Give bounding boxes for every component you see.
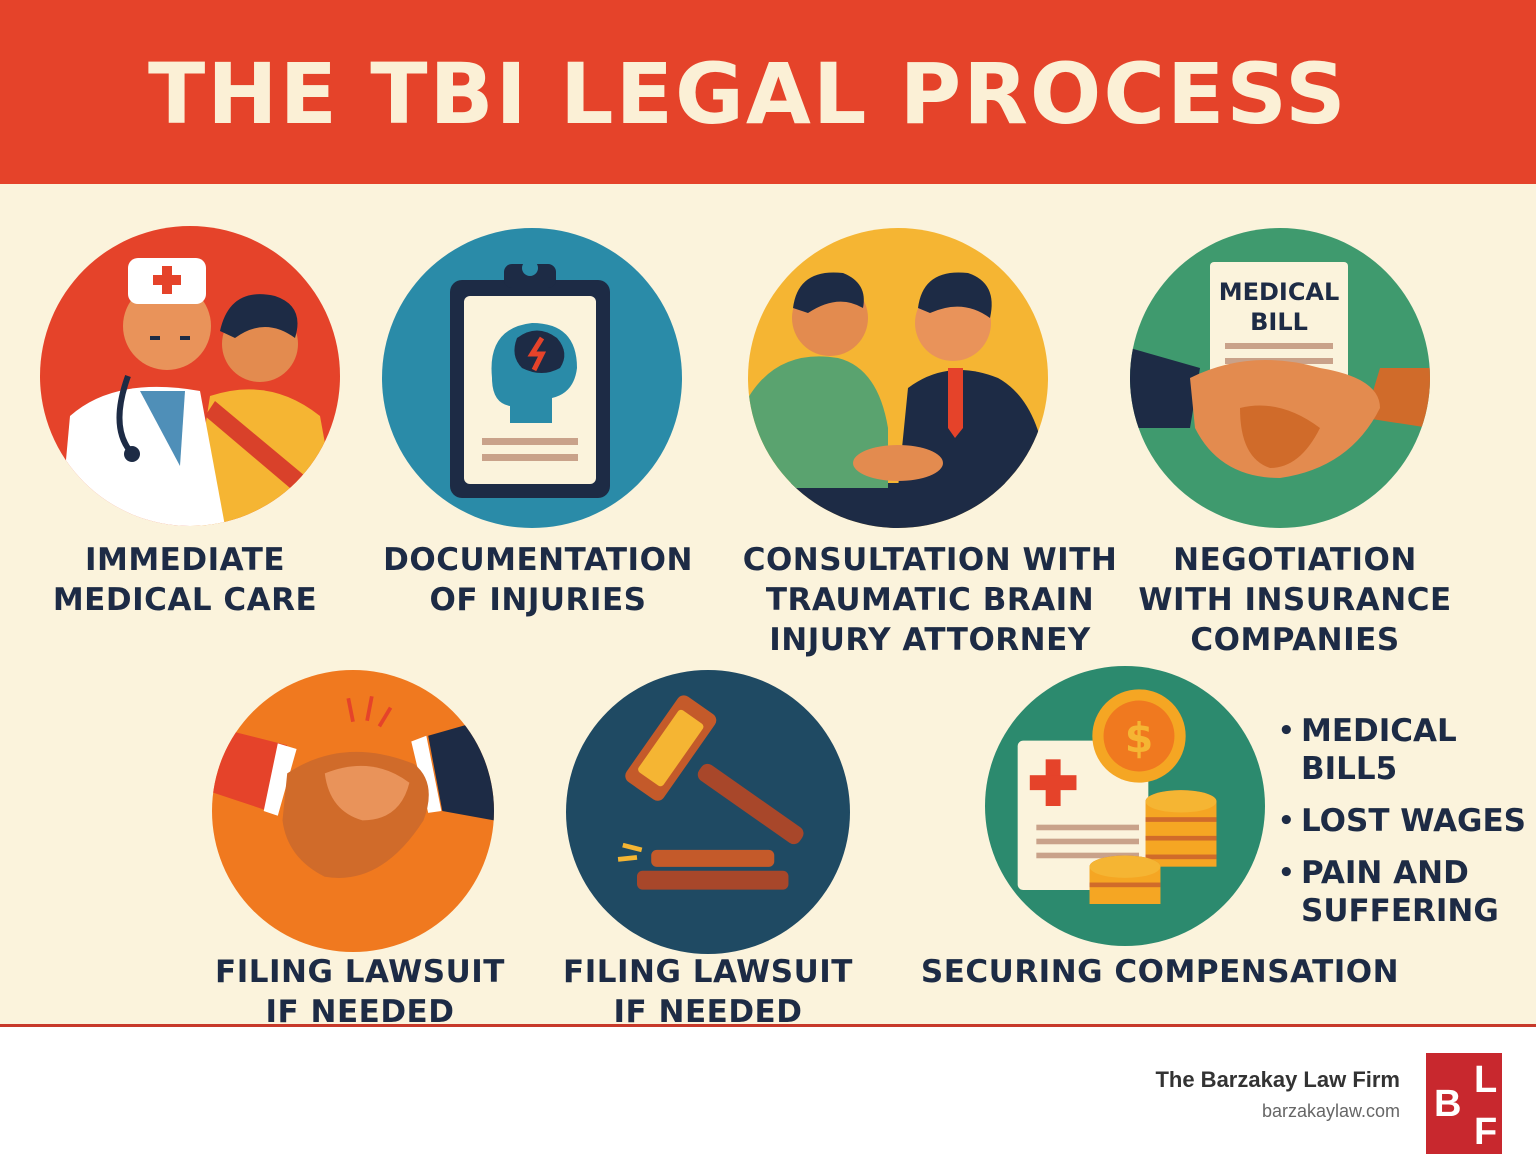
compensation-item: LOST WAGES — [1278, 802, 1528, 840]
firm-logo: B L F — [1426, 1053, 1502, 1154]
step-label-immediate-medical-care: IMMEDIATE MEDICAL CARE — [52, 542, 318, 618]
firm-name: The Barzakay Law Firm — [1155, 1067, 1400, 1092]
coins-document-icon: $ — [985, 666, 1265, 946]
step-label-documentation: DOCUMENTATION OF INJURIES — [383, 542, 693, 618]
header-banner: THE TBI LEGAL PROCESS — [0, 0, 1536, 184]
step-label-filing-lawsuit-2: FILING LAWSUIT IF NEEDED — [563, 954, 853, 1030]
compensation-item: MEDICAL BILL5 — [1278, 712, 1528, 788]
svg-text:$: $ — [1125, 714, 1154, 762]
doctor-patient-icon — [40, 226, 340, 526]
footer: The Barzakay Law Firm barzakaylaw.com B … — [0, 1027, 1536, 1154]
compensation-item: PAIN AND SUFFERING — [1278, 854, 1528, 930]
attorney-handshake-icon — [748, 228, 1048, 528]
page-title: THE TBI LEGAL PROCESS — [148, 45, 1348, 143]
step-label-consultation: CONSULTATION WITH TRAUMATIC BRAIN INJURY… — [742, 542, 1118, 658]
clipboard-brain-icon — [382, 228, 682, 528]
firm-url[interactable]: barzakaylaw.com — [1261, 1101, 1400, 1121]
compensation-list: MEDICAL BILL5 LOST WAGES PAIN AND SUFFER… — [1278, 712, 1528, 944]
footer-divider — [0, 1024, 1536, 1027]
logo-letter-f: F — [1474, 1111, 1498, 1153]
logo-letter-l: L — [1474, 1059, 1498, 1101]
gavel-icon — [566, 670, 850, 954]
logo-letter-b: B — [1434, 1083, 1462, 1125]
step-label-filing-lawsuit-1: FILING LAWSUIT IF NEEDED — [215, 954, 505, 1030]
handshake-icon — [212, 670, 494, 952]
step-label-securing-compensation: SECURING COMPENSATION — [920, 954, 1400, 990]
svg-text:BILL: BILL — [1250, 308, 1308, 336]
svg-text:MEDICAL: MEDICAL — [1219, 278, 1340, 306]
medical-bill-handshake-icon: MEDICAL BILL — [1130, 228, 1430, 528]
step-label-negotiation: NEGOTIATION WITH INSURANCE COMPANIES — [1138, 542, 1452, 658]
